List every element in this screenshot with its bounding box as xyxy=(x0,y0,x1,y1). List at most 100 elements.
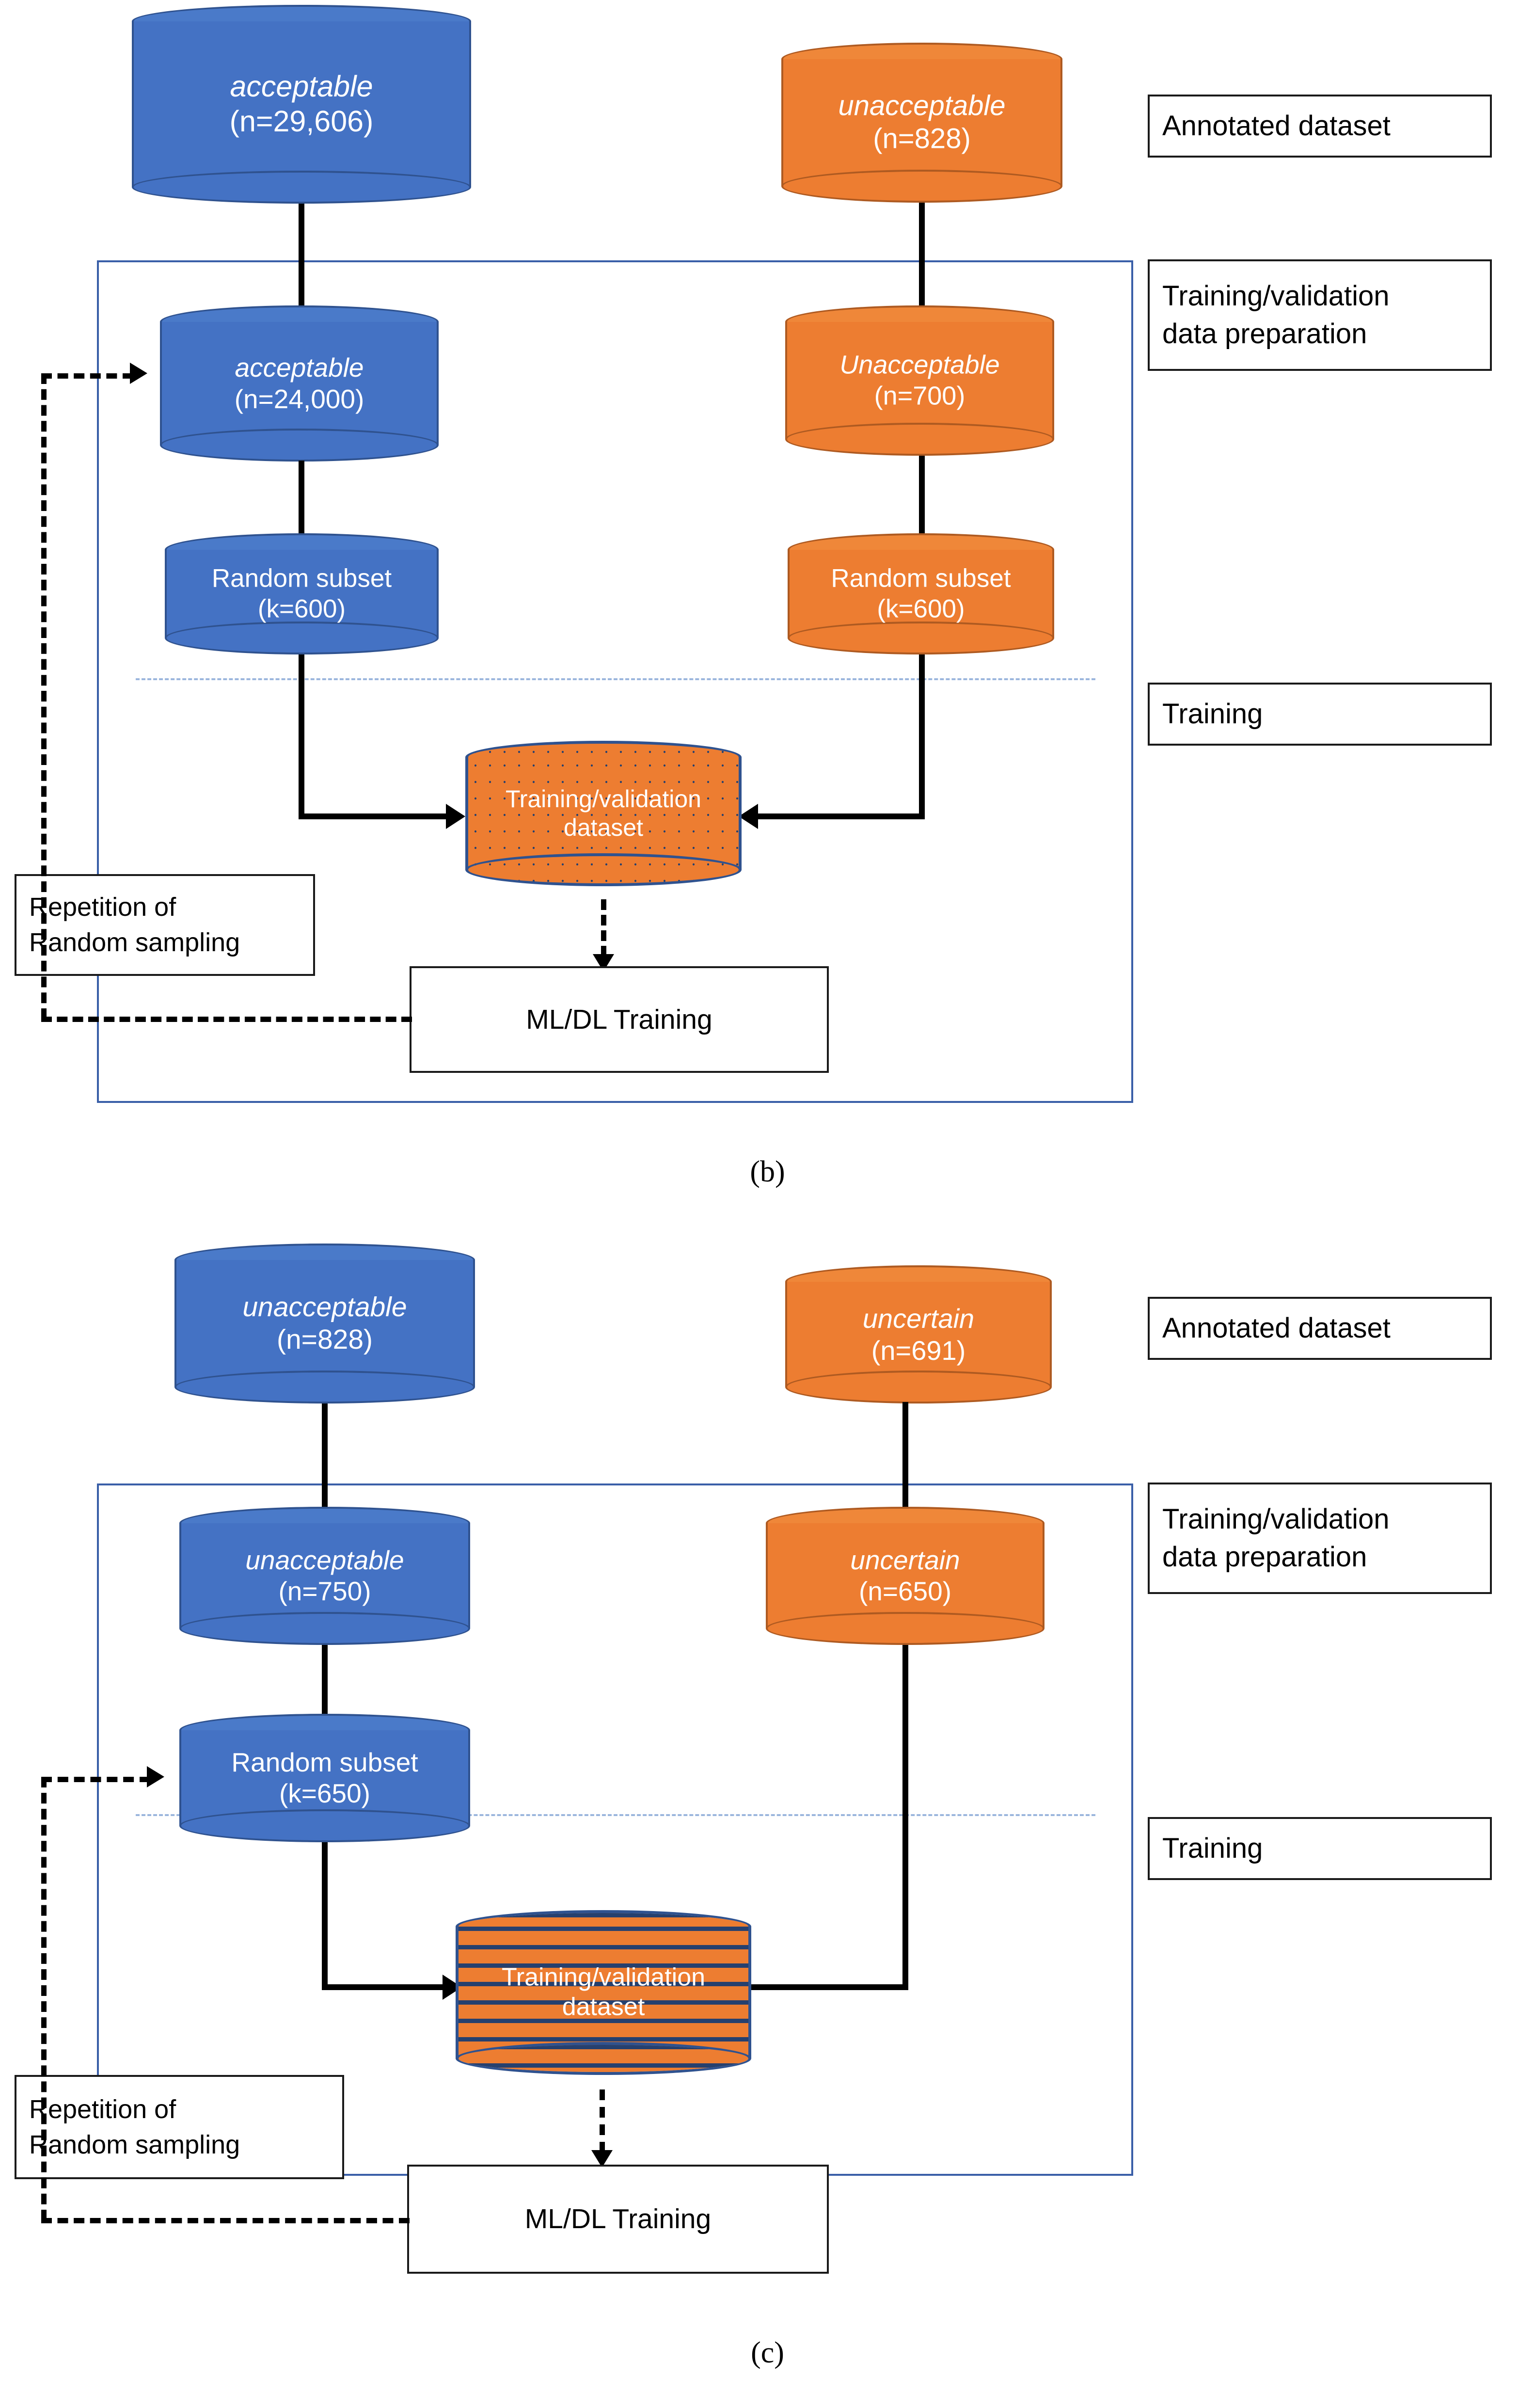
arrow-head-right-icon xyxy=(130,363,147,384)
feedback-loop-horizontal xyxy=(41,1017,412,1022)
cylinder-body xyxy=(174,1260,475,1387)
stage-label-annotated-dataset: Annotated dataset xyxy=(1148,1297,1492,1360)
feedback-loop-vertical xyxy=(41,373,47,1019)
repetition-box: Repetition of Random sampling xyxy=(15,2075,344,2179)
cylinder-body xyxy=(179,1523,470,1628)
repetition-line-1: Repetition of xyxy=(29,893,176,922)
cylinder-bottom xyxy=(165,622,439,654)
repetition-line-1: Repetition of xyxy=(29,2094,176,2124)
cylinder-acceptable-source: acceptable (n=29,606) xyxy=(132,5,471,204)
panel-b-training-divider xyxy=(136,678,1095,680)
cylinder-bottom xyxy=(465,853,742,886)
repetition-box: Repetition of Random sampling xyxy=(15,874,315,976)
panel-b: acceptable (n=29,606) unacceptable (n=82… xyxy=(0,0,1535,1202)
arrow-unacceptable-source-to-prep xyxy=(322,1403,328,1509)
stage-label-line-1: Training/validation xyxy=(1162,280,1390,312)
stage-label-text: Training xyxy=(1162,1832,1263,1864)
arrow-subset-blue-right xyxy=(322,1984,445,1990)
cylinder-body xyxy=(465,757,742,870)
arrow-uncertain-prep-down xyxy=(902,1645,908,1990)
arrow-acceptable-source-to-prep xyxy=(299,204,304,308)
feedback-loop-vertical xyxy=(41,1777,47,2220)
ml-dl-training-label: ML/DL Training xyxy=(524,2203,712,2235)
cylinder-body xyxy=(781,59,1062,186)
cylinder-uncertain-source: uncertain (n=691) xyxy=(785,1265,1052,1403)
arrow-dataset-to-training xyxy=(600,2089,605,2153)
stage-label-text: Training/validation data preparation xyxy=(1162,277,1390,353)
stage-label-line-1: Training/validation xyxy=(1162,1503,1390,1535)
cylinder-random-subset-orange: Random subset (k=600) xyxy=(788,533,1054,654)
arrow-unacceptable-prep-to-subset xyxy=(919,456,925,541)
cylinder-random-subset-blue: Random subset (k=650) xyxy=(179,1714,470,1842)
repetition-label: Repetition of Random sampling xyxy=(29,890,240,960)
cylinder-unacceptable-prep: unacceptable (n=750) xyxy=(179,1507,470,1645)
repetition-line-2: Random sampling xyxy=(29,928,240,957)
panel-b-enclosure xyxy=(97,260,1133,1103)
arrow-subset-orange-down xyxy=(919,654,925,819)
cylinder-bottom xyxy=(179,1612,470,1645)
arrow-uncertain-source-to-prep xyxy=(902,1402,908,1509)
cylinder-bottom xyxy=(132,171,471,204)
stage-label-annotated-dataset: Annotated dataset xyxy=(1148,95,1492,158)
cylinder-unacceptable-source: unacceptable (n=828) xyxy=(781,43,1062,203)
cylinder-body xyxy=(132,21,471,187)
stage-label-text: Training xyxy=(1162,698,1263,730)
arrow-unacceptable-prep-to-subset xyxy=(322,1645,328,1720)
cylinder-body xyxy=(160,322,439,445)
cylinder-training-validation-dataset: Training/validation dataset xyxy=(465,741,742,886)
ml-dl-training-box: ML/DL Training xyxy=(410,966,829,1073)
cylinder-body xyxy=(785,1282,1052,1387)
stage-label-text: Training/validation data preparation xyxy=(1162,1500,1390,1577)
cylinder-bottom xyxy=(785,423,1054,456)
arrow-subset-blue-down xyxy=(322,1842,328,1990)
cylinder-bottom xyxy=(788,622,1054,654)
cylinder-acceptable-prep: acceptable (n=24,000) xyxy=(160,305,439,462)
ml-dl-training-label: ML/DL Training xyxy=(526,1004,712,1035)
stage-label-line-2: data preparation xyxy=(1162,318,1367,350)
stage-label-data-preparation: Training/validation data preparation xyxy=(1148,259,1492,371)
cylinder-bottom xyxy=(179,1809,470,1842)
panel-b-caption-text: (b) xyxy=(750,1155,785,1188)
cylinder-training-validation-dataset: Training/validation dataset xyxy=(456,1910,751,2075)
feedback-loop-into-subset xyxy=(41,1777,150,1782)
panel-c: unacceptable (n=828) uncertain (n=691) u… xyxy=(0,1202,1535,2408)
repetition-label: Repetition of Random sampling xyxy=(29,2092,240,2163)
arrow-head-right-icon xyxy=(446,804,465,829)
panel-c-caption: (c) xyxy=(0,2336,1535,2370)
cylinder-unacceptable-source: unacceptable (n=828) xyxy=(174,1244,475,1403)
ml-dl-training-box: ML/DL Training xyxy=(407,2165,829,2274)
stage-label-line-2: data preparation xyxy=(1162,1541,1367,1573)
arrow-acceptable-prep-to-subset xyxy=(299,461,304,541)
cylinder-bottom xyxy=(160,429,439,462)
cylinder-uncertain-prep: uncertain (n=650) xyxy=(766,1507,1044,1645)
cylinder-body xyxy=(456,1927,751,2058)
stage-label-text: Annotated dataset xyxy=(1162,1312,1391,1344)
cylinder-unacceptable-prep: Unacceptable (n=700) xyxy=(785,305,1054,456)
panel-c-caption-text: (c) xyxy=(751,2336,784,2369)
cylinder-bottom xyxy=(174,1371,475,1403)
stage-label-training: Training xyxy=(1148,1817,1492,1880)
arrow-subset-blue-right xyxy=(299,813,449,819)
cylinder-body xyxy=(766,1523,1044,1628)
arrow-head-right-icon xyxy=(147,1766,164,1787)
stage-label-data-preparation: Training/validation data preparation xyxy=(1148,1483,1492,1594)
arrow-uncertain-prep-left xyxy=(746,1984,908,1990)
stage-label-text: Annotated dataset xyxy=(1162,110,1391,142)
cylinder-bottom xyxy=(785,1371,1052,1403)
arrow-head-left-icon xyxy=(739,804,758,829)
cylinder-body xyxy=(785,322,1054,439)
repetition-line-2: Random sampling xyxy=(29,2130,240,2159)
cylinder-bottom xyxy=(766,1612,1044,1645)
feedback-loop-into-prep xyxy=(41,373,133,379)
cylinder-bottom xyxy=(456,2042,751,2075)
arrow-subset-orange-left xyxy=(756,813,925,819)
panel-c-training-divider xyxy=(136,1814,1095,1816)
arrow-dataset-to-training xyxy=(601,899,606,957)
arrow-unacceptable-source-to-prep xyxy=(919,203,925,308)
cylinder-bottom xyxy=(781,170,1062,203)
arrow-subset-blue-down xyxy=(299,654,304,819)
cylinder-random-subset-blue: Random subset (k=600) xyxy=(165,533,439,654)
stage-label-training: Training xyxy=(1148,683,1492,746)
panel-b-caption: (b) xyxy=(0,1155,1535,1189)
feedback-loop-horizontal xyxy=(41,2218,410,2223)
